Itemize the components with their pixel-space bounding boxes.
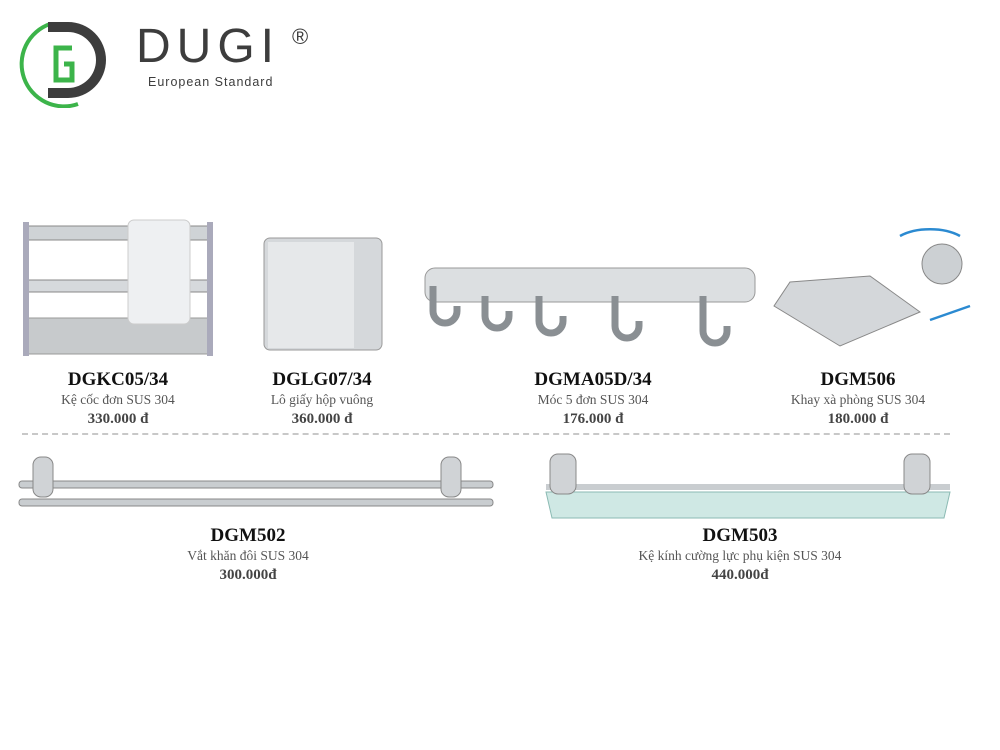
- registered-mark: ®: [292, 24, 309, 49]
- product-code: DGM503: [702, 525, 778, 546]
- soap-dish-image: [773, 228, 971, 347]
- dugi-logo-icon: [18, 18, 108, 109]
- product-code: DGMA05D/34: [534, 369, 652, 390]
- product-price: 360.000 đ: [291, 411, 353, 427]
- cup-holder-image: [23, 219, 213, 356]
- product-code: DGM502: [210, 525, 286, 546]
- product-code: DGLG07/34: [272, 369, 372, 390]
- product-DGM502: DGM502 Vắt khăn đôi SUS 304 300.000đ: [98, 525, 398, 585]
- brand-tagline: European Standard: [148, 75, 274, 89]
- product-price: 330.000 đ: [87, 411, 149, 427]
- product-price: 176.000 đ: [562, 411, 624, 427]
- product-code: DGKC05/34: [67, 369, 169, 390]
- product-description: Khay xà phòng SUS 304: [790, 392, 926, 407]
- product-DGKC05-34: DGKC05/34 Kệ cốc đơn SUS 304 330.000 đ: [0, 369, 248, 429]
- hook-rail-image: [424, 267, 756, 347]
- product-price: 180.000 đ: [827, 411, 889, 427]
- double-towel-bar-image: [18, 456, 494, 507]
- paper-holder-image: [263, 237, 383, 351]
- brand-name: DUGI: [136, 20, 280, 73]
- product-code: DGM506: [820, 369, 896, 390]
- product-DGLG07-34: DGLG07/34 Lô giấy hộp vuông 360.000 đ: [192, 369, 452, 429]
- product-DGM503: DGM503 Kệ kính cường lực phụ kiện SUS 30…: [580, 525, 900, 585]
- product-description: Kệ cốc đơn SUS 304: [61, 392, 175, 407]
- glass-shelf-image: [545, 453, 951, 519]
- product-price: 300.000đ: [219, 567, 277, 583]
- product-price: 440.000đ: [711, 567, 769, 583]
- product-DGMA05D-34: DGMA05D/34 Móc 5 đơn SUS 304 176.000 đ: [463, 369, 723, 429]
- product-description: Kệ kính cường lực phụ kiện SUS 304: [638, 548, 842, 563]
- product-DGM506: DGM506 Khay xà phòng SUS 304 180.000 đ: [728, 369, 988, 429]
- product-description: Vắt khăn đôi SUS 304: [187, 548, 309, 563]
- row-divider: [22, 433, 950, 435]
- product-description: Móc 5 đơn SUS 304: [537, 392, 649, 407]
- product-description: Lô giấy hộp vuông: [270, 392, 374, 407]
